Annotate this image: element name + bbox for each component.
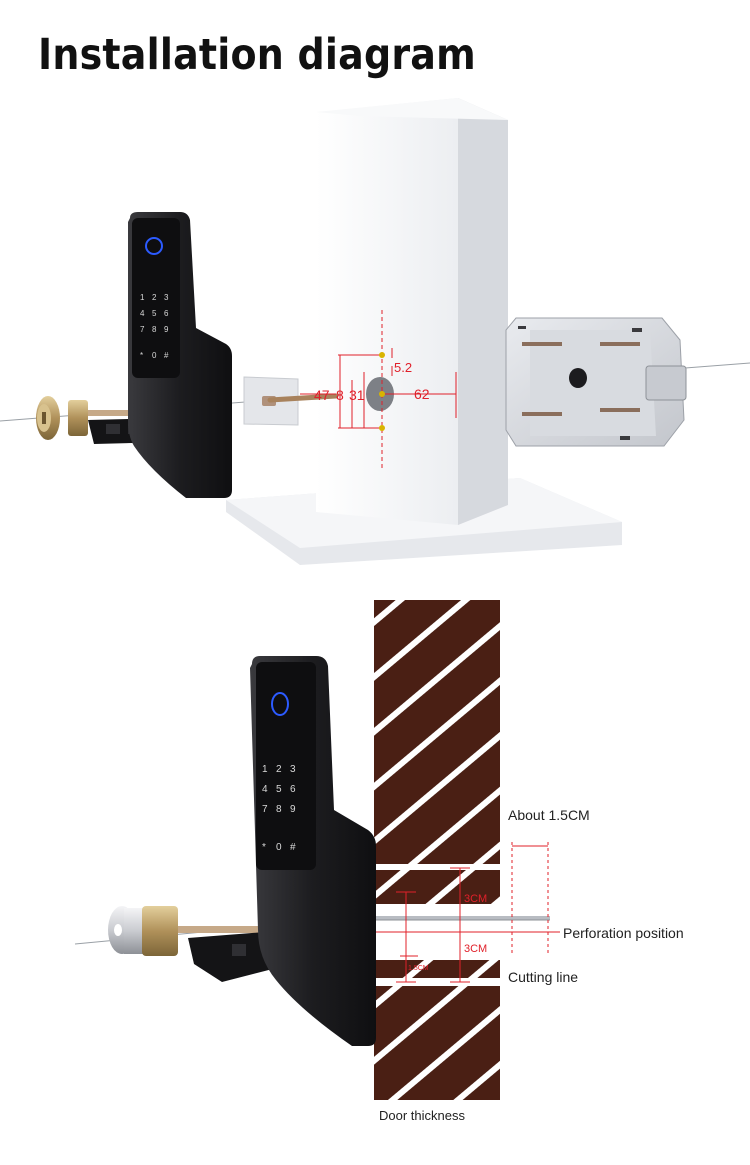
label-about-1-5cm: About 1.5CM [508,807,590,823]
dimension-62: 62 [414,386,430,402]
key[interactable]: 6 [290,784,296,795]
dimension-47: 47 [314,387,330,403]
bottom-dimensions [374,842,560,983]
dimension-3cm-upper: 3CM [464,893,487,905]
keypad-bottom: 1 2 3 4 5 6 7 8 9 * 0 # [262,764,296,853]
key[interactable]: # [290,842,296,853]
key[interactable]: 4 [262,784,268,795]
key[interactable]: 1 [262,764,268,775]
top-diagram: 47 8 31 5.2 62 [0,98,750,565]
key[interactable]: # [164,351,169,360]
key[interactable]: 3 [290,764,296,775]
cylinder-top [36,396,148,440]
key[interactable]: 9 [290,804,296,815]
rim-lock-box [505,317,687,447]
key[interactable]: 4 [140,309,145,318]
smart-lock-bottom: 1 2 3 4 5 6 7 8 9 * 0 # [250,656,376,1046]
smart-lock-top: 1 2 3 4 5 6 7 8 9 * 0 # [128,212,232,498]
label-perforation-position: Perforation position [563,925,684,941]
bottom-diagram: 3CM 3CM 1.5CM About 1.5CM Perforation po… [74,600,684,1123]
key[interactable]: 5 [276,784,282,795]
dimension-5-2: 5.2 [394,360,412,375]
fingerprint-sensor-icon [145,237,163,255]
key[interactable]: 8 [152,325,157,334]
dimension-31: 31 [349,387,365,403]
key[interactable]: 6 [164,309,169,318]
dimension-3cm-lower: 3CM [464,943,487,955]
key[interactable]: 7 [140,325,145,334]
key[interactable]: * [262,842,266,853]
key[interactable]: 3 [164,293,169,302]
key[interactable]: 2 [276,764,282,775]
key[interactable]: 7 [262,804,268,815]
page-title: Installation diagram [38,30,476,80]
label-cutting-line: Cutting line [508,969,578,985]
fingerprint-sensor-icon [271,692,289,716]
key[interactable]: 9 [164,325,169,334]
dimension-1-5cm: 1.5CM [408,965,429,972]
wall-column [316,98,458,525]
key[interactable]: 0 [152,351,157,360]
dimension-8: 8 [336,387,344,403]
keypad-top: 1 2 3 4 5 6 7 8 9 * 0 # [140,293,169,360]
key[interactable]: 5 [152,309,157,318]
key[interactable]: 1 [140,293,145,302]
key[interactable]: * [140,351,143,360]
door-section [374,600,500,1100]
cylinder-bottom [108,906,258,956]
key[interactable]: 2 [152,293,157,302]
label-door-thickness: Door thickness [379,1108,465,1123]
key[interactable]: 8 [276,804,282,815]
key[interactable]: 0 [276,842,282,853]
top-dimensions [300,310,457,470]
